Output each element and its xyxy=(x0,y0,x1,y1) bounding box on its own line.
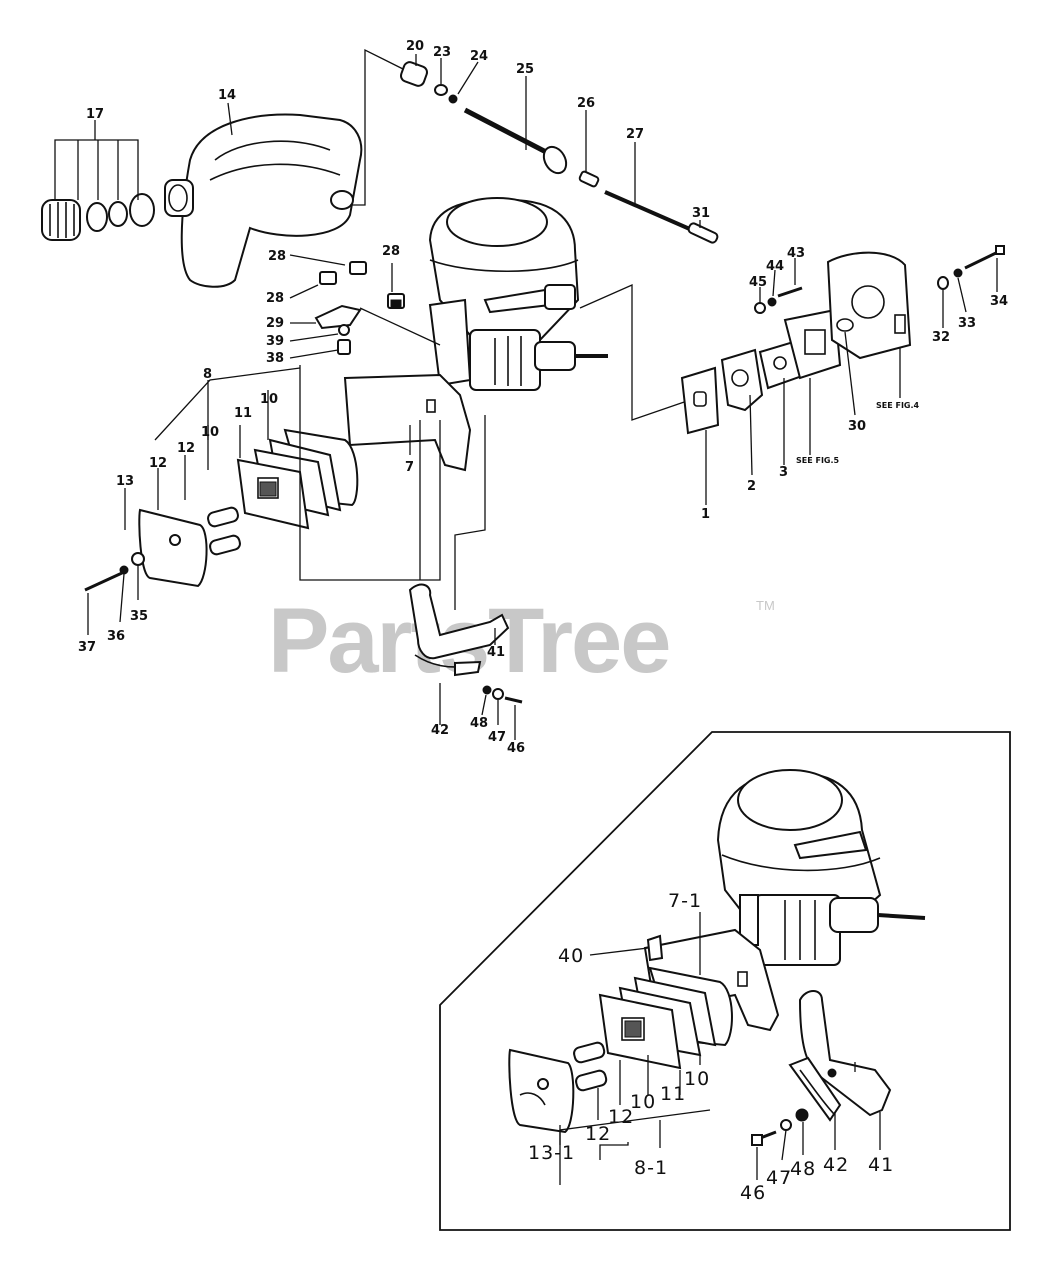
label-35: 35 xyxy=(130,609,148,624)
label-47: 47 xyxy=(488,730,506,745)
heat-shield xyxy=(343,373,472,472)
label-29: 29 xyxy=(266,316,284,331)
label-47-inset: 47 xyxy=(766,1167,792,1189)
label-10-inset-b: 10 xyxy=(684,1068,710,1090)
carburetor-assembly xyxy=(579,245,1005,505)
label-10a: 10 xyxy=(260,392,278,407)
label-8: 8 xyxy=(203,367,212,382)
muffler-assembly xyxy=(84,365,441,635)
label-28c: 28 xyxy=(266,291,284,306)
fuel-cap-assembly xyxy=(41,120,155,241)
label-24: 24 xyxy=(470,49,488,64)
label-27: 27 xyxy=(626,127,644,142)
label-7: 7 xyxy=(405,460,414,475)
fuel-tank xyxy=(164,113,363,288)
label-12-inset-a: 12 xyxy=(608,1106,634,1128)
label-48: 48 xyxy=(470,716,488,731)
label-32: 32 xyxy=(932,330,950,345)
muffler-inset xyxy=(508,966,733,1185)
label-46: 46 xyxy=(507,741,525,756)
label-1: 1 xyxy=(701,507,710,522)
label-12a: 12 xyxy=(177,441,195,456)
label-28b: 28 xyxy=(268,249,286,264)
label-48-inset: 48 xyxy=(790,1158,816,1180)
label-13-1: 13-1 xyxy=(528,1142,575,1164)
exhaust-pipe-inset xyxy=(751,990,892,1180)
label-28a: 28 xyxy=(382,244,400,259)
label-34: 34 xyxy=(990,294,1008,309)
engine-main xyxy=(428,197,608,391)
label-33: 33 xyxy=(958,316,976,331)
label-25: 25 xyxy=(516,62,534,77)
label-10b: 10 xyxy=(201,425,219,440)
label-8-1: 8-1 xyxy=(634,1157,668,1179)
label-7-1: 7-1 xyxy=(668,890,702,912)
inset-labels: 7-1 40 12 10 11 10 13-1 12 8-1 46 47 48 … xyxy=(528,890,894,1204)
label-3: 3 xyxy=(779,465,788,480)
label-23: 23 xyxy=(433,45,451,60)
exhaust-pipe xyxy=(408,415,523,740)
label-41: 41 xyxy=(487,645,505,660)
note-see-fig-5: SEE FIG.5 xyxy=(796,456,840,465)
label-40: 40 xyxy=(558,945,584,967)
top-labels: 20 23 24 25 26 27 14 17 31 28 28 28 29 3… xyxy=(78,39,1008,756)
label-30: 30 xyxy=(848,419,866,434)
label-12-inset-b: 12 xyxy=(585,1123,611,1145)
label-20: 20 xyxy=(406,39,424,54)
note-see-fig-4: SEE FIG.4 xyxy=(876,401,920,410)
label-12b: 12 xyxy=(149,456,167,471)
label-11-inset: 11 xyxy=(660,1083,686,1105)
clips xyxy=(289,254,441,359)
label-31: 31 xyxy=(692,206,710,221)
label-38: 38 xyxy=(266,351,284,366)
watermark-trademark: TM xyxy=(756,598,775,613)
label-11: 11 xyxy=(234,406,252,421)
engine-inset xyxy=(716,769,926,966)
label-10-inset-a: 10 xyxy=(630,1091,656,1113)
label-39: 39 xyxy=(266,334,284,349)
label-2: 2 xyxy=(747,479,756,494)
label-42-inset: 42 xyxy=(823,1154,849,1176)
label-13: 13 xyxy=(116,474,134,489)
fuel-line-parts xyxy=(350,48,719,244)
label-44: 44 xyxy=(766,259,784,274)
label-17: 17 xyxy=(86,107,104,122)
label-36: 36 xyxy=(107,629,125,644)
label-45: 45 xyxy=(749,275,767,290)
label-46-inset: 46 xyxy=(740,1182,766,1204)
label-42: 42 xyxy=(431,723,449,738)
inset-frame xyxy=(439,731,1011,1231)
label-41-inset: 41 xyxy=(868,1154,894,1176)
label-14: 14 xyxy=(218,88,236,103)
label-43: 43 xyxy=(787,246,805,261)
label-26: 26 xyxy=(577,96,595,111)
label-37: 37 xyxy=(78,640,96,655)
